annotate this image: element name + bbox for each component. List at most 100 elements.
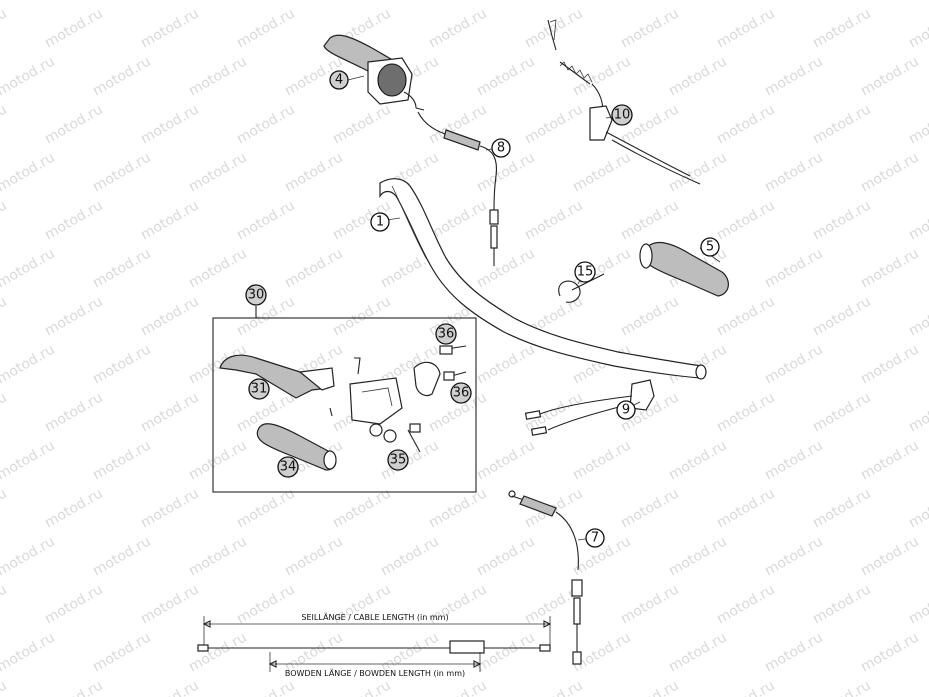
- watermark-text: motod.ru: [474, 149, 538, 195]
- watermark-text: motod.ru: [330, 101, 394, 147]
- watermark-text: motod.ru: [570, 149, 634, 195]
- clutch-lever-assembly: [212, 306, 477, 493]
- watermark-text: motod.ru: [810, 293, 874, 339]
- watermark-text: motod.ru: [282, 0, 346, 3]
- svg-text:30: 30: [248, 288, 265, 303]
- watermark-text: motod.ru: [858, 629, 922, 675]
- watermark-text: motod.ru: [234, 197, 298, 243]
- watermark-text: motod.ru: [474, 0, 538, 3]
- callout-9: 9: [616, 400, 636, 420]
- watermark-text: motod.ru: [714, 581, 778, 627]
- watermark-text: motod.ru: [234, 677, 298, 697]
- watermark-text: motod.ru: [378, 533, 442, 579]
- watermark-text: motod.ru: [42, 293, 106, 339]
- watermark-text: motod.ru: [138, 677, 202, 697]
- callout-7: 7: [585, 528, 605, 548]
- watermark-text: motod.ru: [474, 533, 538, 579]
- watermark-text: motod.ru: [42, 101, 106, 147]
- watermark-text: motod.ru: [714, 293, 778, 339]
- watermark-text: motod.ru: [618, 197, 682, 243]
- watermark-text: motod.ru: [0, 5, 10, 51]
- watermark-text: motod.ru: [90, 245, 154, 291]
- svg-text:35: 35: [390, 453, 407, 468]
- watermark-text: motod.ru: [90, 437, 154, 483]
- watermark-text: motod.ru: [906, 581, 929, 627]
- watermark-text: motod.ru: [570, 437, 634, 483]
- watermark-text: motod.ru: [906, 293, 929, 339]
- watermark-text: motod.ru: [858, 437, 922, 483]
- watermark-text: motod.ru: [618, 293, 682, 339]
- watermark-text: motod.ru: [810, 581, 874, 627]
- watermark-text: motod.ru: [0, 293, 10, 339]
- watermark-text: motod.ru: [0, 0, 58, 3]
- watermark-text: motod.ru: [618, 485, 682, 531]
- watermark-text: motod.ru: [234, 5, 298, 51]
- watermark-text: motod.ru: [186, 629, 250, 675]
- watermark-text: motod.ru: [858, 245, 922, 291]
- watermark-text: motod.ru: [234, 581, 298, 627]
- watermark-text: motod.ru: [858, 341, 922, 387]
- clutch-cable: [508, 490, 583, 665]
- callout-4: 4: [329, 70, 349, 90]
- watermark-text: motod.ru: [42, 485, 106, 531]
- watermark-text: motod.ru: [618, 5, 682, 51]
- watermark-text: motod.ru: [0, 437, 58, 483]
- callout-layer: 1 4 5 7 8 9 10 15 30 31 34 35 36 36: [245, 70, 720, 548]
- watermark-text: motod.ru: [714, 101, 778, 147]
- watermark-text: motod.ru: [186, 149, 250, 195]
- watermark-text: motod.ru: [858, 53, 922, 99]
- watermark-text: motod.ru: [330, 293, 394, 339]
- watermark-text: motod.ru: [138, 581, 202, 627]
- watermark-text: motod.ru: [762, 149, 826, 195]
- watermark-text: motod.ru: [474, 341, 538, 387]
- watermark-text: motod.ru: [858, 0, 922, 3]
- watermark-text: motod.ru: [282, 149, 346, 195]
- watermark-text: motod.ru: [474, 437, 538, 483]
- svg-text:5: 5: [706, 240, 714, 255]
- watermark-text: motod.ru: [90, 149, 154, 195]
- watermark-text: motod.ru: [906, 485, 929, 531]
- watermark-text: motod.ru: [858, 149, 922, 195]
- watermark-text: motod.ru: [138, 389, 202, 435]
- watermark-text: motod.ru: [42, 581, 106, 627]
- watermark-text: motod.ru: [762, 341, 826, 387]
- svg-text:34: 34: [280, 460, 297, 475]
- bowden-length-label: BOWDEN LÄNGE / BOWDEN LENGTH (in mm): [285, 668, 465, 678]
- watermark-text: motod.ru: [906, 677, 929, 697]
- watermark-text: motod.ru: [762, 53, 826, 99]
- watermark-text: motod.ru: [474, 53, 538, 99]
- watermark-text: motod.ru: [810, 485, 874, 531]
- watermark-text: motod.ru: [762, 533, 826, 579]
- watermark-text: motod.ru: [906, 101, 929, 147]
- watermark-text: motod.ru: [570, 0, 634, 3]
- watermark-text: motod.ru: [714, 197, 778, 243]
- callout-1: 1: [370, 212, 390, 232]
- watermark-text: motod.ru: [906, 5, 929, 51]
- watermark-text: motod.ru: [810, 389, 874, 435]
- watermark-text: motod.ru: [0, 149, 58, 195]
- watermark-text: motod.ru: [762, 437, 826, 483]
- callout-34: 34: [277, 456, 299, 478]
- watermark-text: motod.ru: [90, 53, 154, 99]
- watermark-text: motod.ru: [186, 533, 250, 579]
- watermark-text: motod.ru: [0, 389, 10, 435]
- callout-36-lower: 36: [450, 382, 472, 404]
- watermark-text: motod.ru: [42, 5, 106, 51]
- watermark-text: motod.ru: [42, 677, 106, 697]
- watermark-text: motod.ru: [666, 53, 730, 99]
- svg-text:4: 4: [335, 73, 343, 88]
- watermark-text: motod.ru: [90, 341, 154, 387]
- watermark-text: motod.ru: [714, 5, 778, 51]
- watermark-text: motod.ru: [90, 629, 154, 675]
- svg-text:36: 36: [438, 327, 455, 342]
- watermark-text: motod.ru: [0, 581, 10, 627]
- watermark-text: motod.ru: [0, 197, 10, 243]
- watermark-text: motod.ru: [138, 5, 202, 51]
- throttle-cable: [415, 107, 499, 266]
- watermark-text: motod.ru: [666, 437, 730, 483]
- callout-35: 35: [387, 449, 409, 471]
- watermark-text: motod.ru: [666, 629, 730, 675]
- callout-30: 30: [245, 284, 267, 306]
- kill-switch: [547, 19, 701, 185]
